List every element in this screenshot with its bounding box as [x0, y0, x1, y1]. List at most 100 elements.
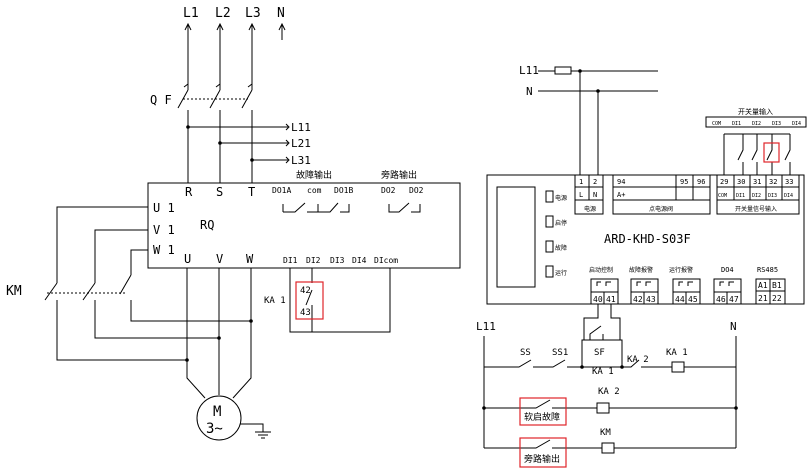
phase-label-l2: L2 — [215, 6, 231, 21]
tap-dot — [250, 158, 254, 162]
motor-name: M — [213, 404, 221, 420]
qf-marks — [183, 83, 253, 88]
km-coil — [601, 442, 615, 454]
indicator-run — [545, 265, 554, 278]
ss-label: SS — [520, 348, 531, 358]
indicator-label-power: 电源 — [555, 194, 567, 202]
output-group-do4: DO4 46 47 — [713, 266, 742, 305]
pin-41: 41 — [606, 295, 616, 304]
bypass-output-title: 旁路输出 — [381, 169, 417, 181]
term-29-sym: COM — [718, 193, 727, 199]
power-drops — [579, 71, 599, 175]
motor-spec: 3~ — [206, 421, 223, 437]
relay-term-do1a: DO1A — [272, 186, 291, 195]
phase-label-l3: L3 — [245, 6, 261, 21]
main-power-circuit: L1 L2 L3 N Q F L11 L21 L31 R S T RQ U 1 … — [6, 6, 461, 441]
motor-feed-wires — [186, 268, 252, 399]
rq-term-u: U — [184, 252, 191, 266]
ka1-label: KA 1 — [264, 296, 286, 306]
rq-term-w1: W 1 — [153, 243, 175, 257]
tap-label-l31: L31 — [291, 154, 311, 167]
fault-contact-label: 软启故障 — [524, 411, 560, 423]
switch-group-title: 开关量输入 — [738, 107, 773, 116]
group-label-power: 电源 — [584, 205, 596, 213]
rq-term-t: T — [248, 185, 255, 199]
km-contacts — [44, 274, 132, 301]
rq-name: RQ — [200, 218, 214, 232]
ka2-coil — [596, 402, 610, 414]
indicator-label-start: 启停 — [555, 219, 567, 227]
di-term-1: DI1 — [283, 256, 298, 265]
output-contact-start — [591, 281, 618, 304]
indicator-label-run: 运行 — [555, 269, 567, 277]
output-contact-do4 — [714, 281, 741, 304]
qf-outgoing — [187, 110, 253, 183]
switch-small-di1: DI1 — [732, 121, 741, 127]
device-model: ARD-KHD-S03F — [604, 232, 691, 246]
ka1-hold-label: KA 1 — [592, 367, 614, 377]
phase-label-l1: L1 — [183, 6, 199, 21]
output-group-rs485: RS485 A1 B1 21 22 — [755, 266, 786, 305]
ka1-highlight — [295, 281, 324, 320]
tap-label-l11: L11 — [291, 121, 311, 134]
controller-circuit: L11 N 开关量输入 COM DI1 DI2 DI3 DI4 ARD-KHD-… — [476, 64, 807, 468]
km-label: KM — [6, 284, 22, 299]
rung-1-wire — [484, 359, 736, 368]
rung-3-wire — [484, 439, 736, 449]
pin-40: 40 — [593, 295, 603, 304]
term-94-sym: A+ — [617, 191, 625, 199]
term-1-sym: L — [579, 191, 583, 199]
km-coil-label: KM — [600, 428, 611, 438]
pin-45: 45 — [688, 295, 698, 304]
ka1-coil-label: KA 1 — [666, 348, 688, 358]
ka1-coil — [671, 361, 685, 373]
ka1-pin-42: 42 — [300, 286, 311, 296]
tap-dot — [218, 141, 222, 145]
term-2: 2 — [593, 178, 597, 186]
qf-label: Q F — [150, 93, 172, 107]
pin-46: 46 — [716, 295, 726, 304]
rq-term-v1: V 1 — [153, 223, 175, 237]
fuse-symbol — [554, 66, 572, 75]
switch-small-di4: DI4 — [792, 121, 801, 127]
switch-small-di3: DI3 — [772, 121, 781, 127]
switch-small-di2: DI2 — [752, 121, 761, 127]
ground-icon — [240, 423, 271, 439]
term-30-sym: DI1 — [736, 193, 745, 199]
switch-input-contacts — [723, 133, 791, 175]
ladder-rails — [483, 336, 737, 448]
junction-dot — [580, 365, 584, 369]
output-group-fault: 故障报警 42 43 — [629, 266, 659, 305]
term-30: 30 — [737, 178, 745, 186]
relay-term-do2a: DO2 — [381, 186, 396, 195]
term-95: 95 — [680, 178, 688, 186]
pin-44: 44 — [675, 295, 685, 304]
terminal-grid — [575, 175, 799, 201]
indicator-start — [545, 215, 554, 228]
soft-starter-box — [147, 182, 461, 269]
switch-group-header — [705, 116, 807, 128]
km-outgoing — [56, 300, 251, 361]
ka1-contact — [305, 289, 313, 318]
output-label-start: 启动控制 — [589, 266, 613, 274]
group-label-valve: 点电源阀 — [649, 205, 673, 213]
incoming-arrows — [184, 22, 286, 31]
tap-arrowheads — [285, 123, 290, 164]
pin-43: 43 — [646, 295, 656, 304]
indicator-fault — [545, 240, 554, 253]
ladder-l11-label: L11 — [476, 320, 496, 333]
term-96: 96 — [697, 178, 705, 186]
ka2-coil-label: KA 2 — [598, 387, 620, 397]
pin-21: 21 — [758, 294, 768, 303]
bypass-feed-wires — [56, 206, 148, 283]
output-group-start: 启动控制 40 41 — [589, 266, 619, 305]
relay-term-do1b: DO1B — [334, 186, 353, 195]
ka1-pin-43: 43 — [300, 308, 311, 318]
term-32: 32 — [769, 178, 777, 186]
output-contact-run — [673, 281, 700, 304]
fault-relay-contacts — [282, 202, 350, 213]
rung-2-wire — [484, 399, 736, 409]
rs485-grid — [756, 279, 785, 304]
di3-highlight — [763, 142, 780, 163]
tap-wires — [188, 126, 283, 161]
